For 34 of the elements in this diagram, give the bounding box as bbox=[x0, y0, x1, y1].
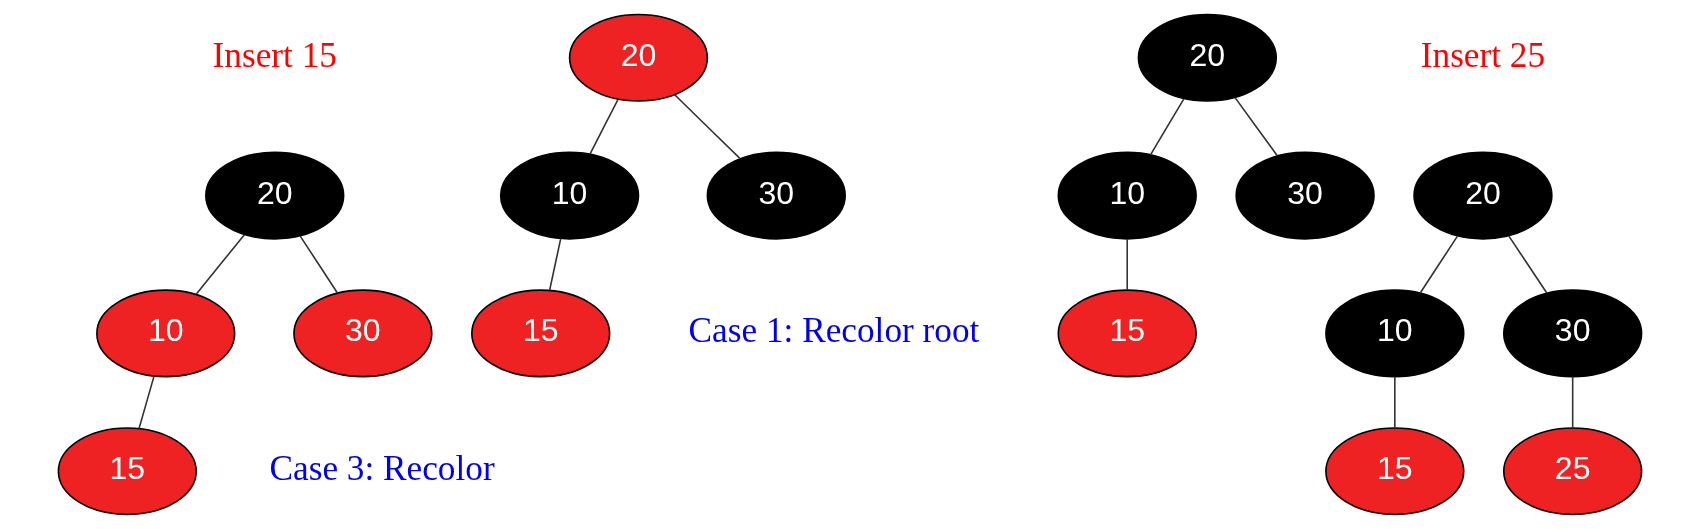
node-ellipse: 30 bbox=[293, 289, 433, 378]
node-ellipse: 20 bbox=[205, 151, 345, 240]
connector bbox=[138, 375, 155, 430]
connector bbox=[589, 98, 619, 155]
connector bbox=[548, 238, 562, 292]
node-ellipse: 20 bbox=[1137, 13, 1278, 102]
connector bbox=[299, 235, 339, 294]
connector bbox=[1571, 376, 1574, 429]
connector bbox=[1508, 235, 1548, 294]
label: Case 3: Recolor bbox=[269, 449, 495, 489]
label: Insert 15 bbox=[212, 35, 337, 75]
connector bbox=[1419, 235, 1459, 294]
label: Insert 25 bbox=[1420, 35, 1546, 75]
connector bbox=[1234, 96, 1279, 157]
connector bbox=[1126, 238, 1128, 291]
node-ellipse: 10 bbox=[1057, 151, 1197, 240]
node-ellipse: 15 bbox=[471, 289, 611, 378]
node-ellipse: 10 bbox=[499, 151, 640, 240]
label: Case 1: Recolor root bbox=[688, 311, 980, 351]
connector bbox=[195, 233, 246, 296]
node-ellipse: 15 bbox=[1325, 427, 1465, 516]
connector bbox=[1149, 98, 1185, 156]
node-ellipse: 30 bbox=[1503, 289, 1643, 378]
node-ellipse: 20 bbox=[568, 13, 709, 102]
connector bbox=[673, 93, 741, 160]
node-ellipse: 15 bbox=[1057, 289, 1197, 378]
connector bbox=[1394, 376, 1396, 429]
node-ellipse: 25 bbox=[1503, 427, 1643, 516]
node-ellipse: 10 bbox=[96, 289, 236, 378]
node-ellipse: 15 bbox=[57, 427, 197, 516]
node-ellipse: 30 bbox=[706, 151, 846, 240]
node-ellipse: 20 bbox=[1413, 151, 1553, 240]
node-ellipse: 30 bbox=[1235, 151, 1375, 240]
node-ellipse: 10 bbox=[1325, 289, 1465, 378]
